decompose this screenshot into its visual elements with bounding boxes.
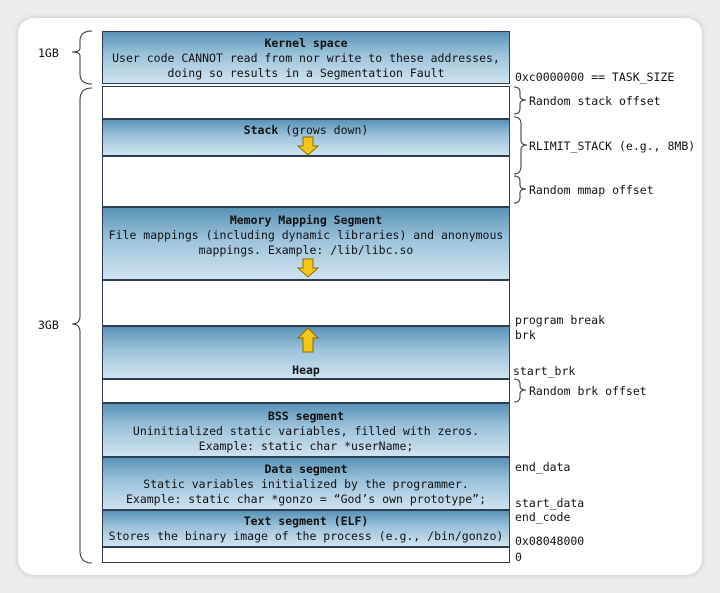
stack-title: Stack <box>243 123 279 137</box>
unmapped-space <box>102 280 510 326</box>
stack-segment: Stack (grows down) <box>102 119 510 156</box>
start-data-label: start_data <box>515 496 585 510</box>
brace-random-stack <box>513 86 527 115</box>
random-stack-gap <box>102 86 510 119</box>
stack-grows-down-arrow-icon <box>297 136 319 156</box>
bss-title: BSS segment <box>267 409 345 423</box>
data-line2: Example: static char *gonzo = “God’s own… <box>125 492 487 506</box>
program-break-label: program break <box>515 313 606 327</box>
brace-1gb <box>71 30 93 85</box>
heap-title: Heap <box>292 363 320 377</box>
random-brk-gap <box>102 379 510 403</box>
bss-line2: Example: static char *userName; <box>198 439 414 453</box>
bss-line1: Uninitialized static variables, filled w… <box>132 424 480 438</box>
mmap-line2: mappings. Example: /lib/libc.so <box>198 243 414 257</box>
kernel-space-segment: Kernel space User code CANNOT read from … <box>102 31 510 84</box>
data-line1: Static variables initialized by the prog… <box>143 477 469 491</box>
bss-segment: BSS segment Uninitialized static variabl… <box>102 403 510 457</box>
mmap-grows-down-arrow-icon <box>297 258 319 278</box>
heap-grows-up-arrow-icon <box>297 327 319 353</box>
stack-suffix: (grows down) <box>278 123 369 137</box>
data-segment: Data segment Static variables initialize… <box>102 457 510 510</box>
random-stack-offset-label: Random stack offset <box>529 94 661 108</box>
rlimit-stack-label: RLIMIT_STACK (e.g., 8MB) <box>529 139 696 153</box>
mmap-line1: File mappings (including dynamic librari… <box>108 228 504 242</box>
brace-random-brk <box>513 378 527 403</box>
stack-free-space <box>102 156 510 207</box>
kernel-space-line2: doing so results in a Segmentation Fault <box>167 66 445 80</box>
text-start-address-label: 0x08048000 <box>515 534 585 548</box>
text-line1: Stores the binary image of the process (… <box>108 529 504 543</box>
brace-random-mmap <box>513 175 527 204</box>
data-title: Data segment <box>264 462 348 476</box>
zero-address-label: 0 <box>515 550 522 564</box>
end-code-label: end_code <box>515 510 571 524</box>
kernel-space-line1: User code CANNOT read from nor write to … <box>112 51 500 65</box>
brace-3gb <box>71 87 93 564</box>
mmap-segment: Memory Mapping Segment File mappings (in… <box>102 207 510 280</box>
kernel-size-label: 1GB <box>38 46 59 60</box>
end-data-label: end_data <box>515 460 571 474</box>
brk-label: brk <box>515 328 536 342</box>
random-brk-offset-label: Random brk offset <box>529 384 647 398</box>
user-size-label: 3GB <box>38 318 59 332</box>
reserved-bottom <box>102 547 510 563</box>
start-brk-label: start_brk <box>513 364 576 378</box>
random-mmap-offset-label: Random mmap offset <box>529 183 654 197</box>
text-title: Text segment (ELF) <box>243 514 369 528</box>
kernel-space-title: Kernel space <box>264 36 348 50</box>
brace-rlimit <box>513 116 528 175</box>
text-segment: Text segment (ELF) Stores the binary ima… <box>102 510 510 547</box>
mmap-title: Memory Mapping Segment <box>229 213 383 227</box>
task-size-label: 0xc0000000 == TASK_SIZE <box>515 70 675 84</box>
